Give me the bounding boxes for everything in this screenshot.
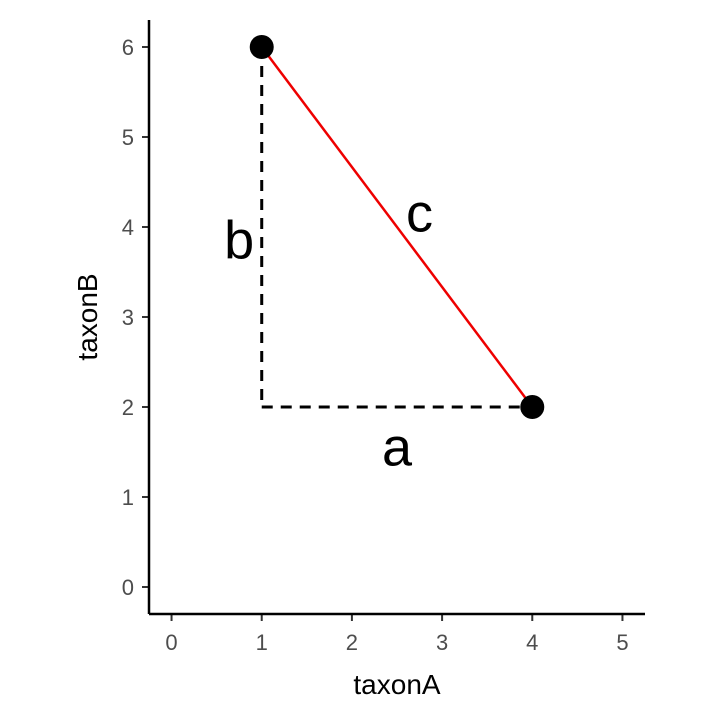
x-tick-label: 3 — [436, 630, 448, 655]
y-tick-label: 1 — [122, 485, 134, 510]
annotations: a b c — [224, 184, 433, 478]
y-axis-ticks: 0 1 2 3 4 5 6 — [122, 35, 149, 600]
data-point — [249, 35, 274, 59]
segments — [260, 46, 534, 409]
y-axis-title: taxonB — [72, 273, 103, 360]
x-tick-label: 0 — [165, 630, 177, 655]
data-point — [520, 395, 545, 419]
y-tick-label: 2 — [122, 395, 134, 420]
annotation-label-a: a — [382, 418, 413, 478]
x-axis-ticks: 0 1 2 3 4 5 — [165, 614, 629, 655]
y-tick-label: 0 — [122, 575, 134, 600]
annotation-label-b: b — [224, 211, 254, 271]
hypotenuse-line — [260, 46, 534, 408]
x-axis-title: taxonA — [353, 669, 440, 700]
x-tick-label: 2 — [346, 630, 358, 655]
y-tick-label: 5 — [122, 125, 134, 150]
points — [249, 35, 545, 419]
y-tick-label: 6 — [122, 35, 134, 60]
annotation-label-c: c — [406, 184, 433, 244]
y-tick-label: 3 — [122, 305, 134, 330]
x-tick-label: 4 — [526, 630, 538, 655]
x-tick-label: 1 — [256, 630, 268, 655]
y-tick-label: 4 — [122, 215, 134, 240]
x-tick-label: 5 — [616, 630, 628, 655]
